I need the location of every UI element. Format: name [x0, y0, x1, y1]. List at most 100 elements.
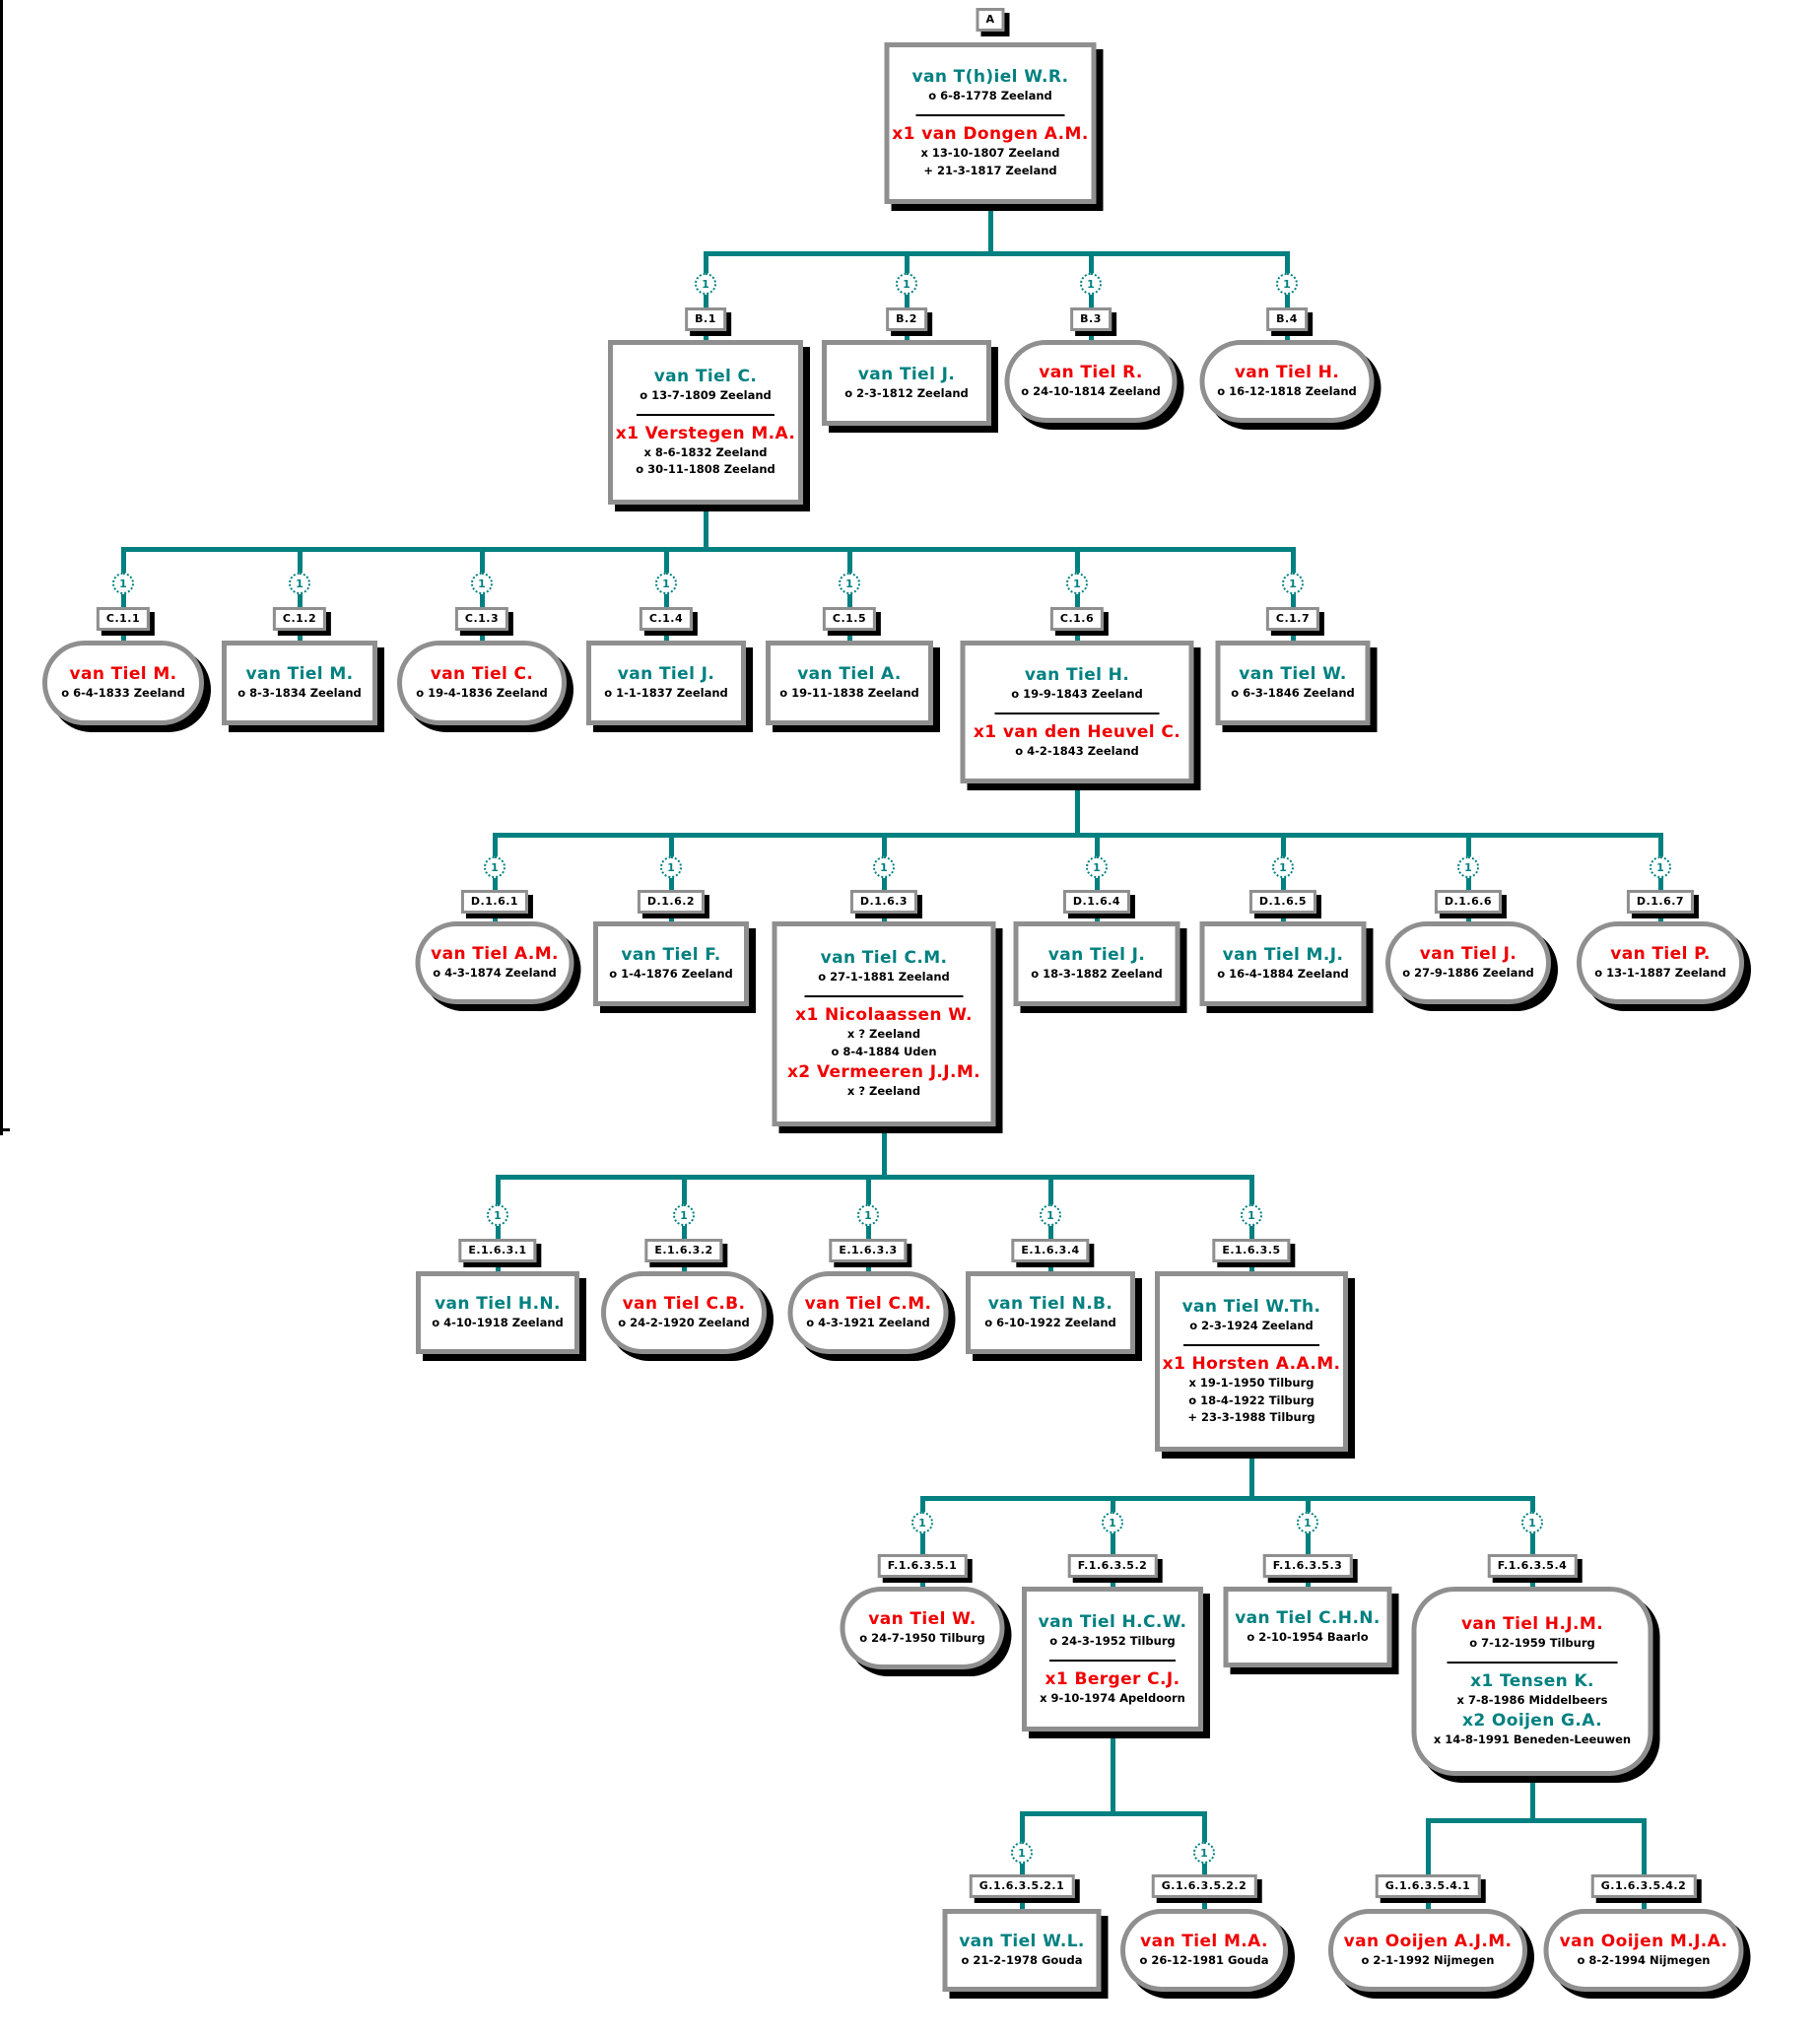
event-line: o 2-3-1812 Zeeland [844, 385, 969, 400]
person-box-D.1.6.2[interactable]: van Tiel F.o 1-4-1876 Zeeland [593, 921, 749, 1006]
event-line: o 21-2-1978 Gouda [961, 1953, 1083, 1968]
code-label-C.1.5: C.1.5 [822, 607, 877, 631]
person-box-E.1.6.3.1[interactable]: van Tiel H.N.o 4-10-1918 Zeeland [416, 1271, 579, 1354]
marriage-number-badge: 1 [289, 573, 310, 594]
person-name: van Tiel J. [1047, 945, 1146, 966]
descent-line-from-E.1.6.3.5 [1249, 1452, 1254, 1501]
person-name: van Tiel J. [617, 664, 715, 685]
event-line: o 6-10-1922 Zeeland [984, 1316, 1116, 1330]
marriage-number-badge: 1 [1282, 573, 1304, 594]
person-box-D.1.6.1[interactable]: van Tiel A.M.o 4-3-1874 Zeeland [415, 921, 574, 1004]
marriage-number-badge: 1 [1011, 1842, 1033, 1864]
person-name: van Tiel C.B. [622, 1294, 746, 1315]
person-name: van Tiel M.A. [1140, 1932, 1268, 1952]
person-name: van Ooijen M.J.A. [1559, 1932, 1728, 1952]
marriage-event-line: x 13-10-1807 Zeeland [920, 146, 1060, 161]
marriage-number-badge: 1 [896, 273, 917, 295]
marriage-number-badge: 1 [1297, 1512, 1318, 1533]
code-label-B.3: B.3 [1070, 307, 1112, 331]
person-box-E.1.6.3.4[interactable]: van Tiel N.B.o 6-10-1922 Zeeland [966, 1271, 1135, 1354]
person-box-C.1.4[interactable]: van Tiel J.o 1-1-1837 Zeeland [586, 641, 746, 725]
person-box-C.1.3[interactable]: van Tiel C.o 19-4-1836 Zeeland [397, 641, 567, 725]
person-box-G.1.6.3.5.2.2[interactable]: van Tiel M.A.o 26-12-1981 Gouda [1120, 1909, 1288, 1992]
code-label-D.1.6.7: D.1.6.7 [1626, 890, 1695, 914]
event-line: o 16-12-1818 Zeeland [1217, 384, 1357, 399]
person-box-F.1.6.3.5.3[interactable]: van Tiel C.H.N.o 2-10-1954 Baarlo [1223, 1587, 1392, 1667]
person-box-C.1.5[interactable]: van Tiel A.o 19-11-1838 Zeeland [766, 641, 933, 725]
event-line: o 27-1-1881 Zeeland [818, 970, 950, 985]
code-label-E.1.6.3.5: E.1.6.3.5 [1212, 1239, 1291, 1262]
person-box-C.1.2[interactable]: van Tiel M.o 8-3-1834 Zeeland [222, 641, 377, 725]
page-frame-left-line [0, 0, 3, 1135]
event-line: o 2-10-1954 Baarlo [1247, 1630, 1369, 1645]
drop-line-to-C.1.5 [847, 547, 852, 646]
person-name: van Tiel H. [1234, 363, 1340, 383]
person-box-G.1.6.3.5.2.1[interactable]: van Tiel W.L.o 21-2-1978 Gouda [942, 1909, 1102, 1992]
spouse-name: x1 Horsten A.A.M. [1162, 1353, 1341, 1374]
person-name: van Tiel C.M. [820, 948, 948, 969]
spouse-name: x1 van Dongen A.M. [892, 124, 1089, 145]
event-line: o 13-7-1809 Zeeland [640, 387, 772, 402]
marriage-event-line: o 30-11-1808 Zeeland [636, 462, 775, 477]
code-label-F.1.6.3.5.4: F.1.6.3.5.4 [1487, 1554, 1578, 1578]
person-box-C.1.1[interactable]: van Tiel M.o 6-4-1833 Zeeland [42, 641, 204, 725]
person-box-D.1.6.4[interactable]: van Tiel J.o 18-3-1882 Zeeland [1013, 921, 1180, 1006]
code-label-B.1: B.1 [685, 307, 726, 331]
person-box-C.1.7[interactable]: van Tiel W.o 6-3-1846 Zeeland [1215, 641, 1371, 725]
marriage-number-badge: 1 [695, 273, 716, 295]
event-line: o 6-8-1778 Zeeland [928, 89, 1052, 103]
code-label-D.1.6.3: D.1.6.3 [849, 890, 918, 914]
code-label-B.4: B.4 [1266, 307, 1308, 331]
code-label-D.1.6.4: D.1.6.4 [1062, 890, 1131, 914]
person-box-B.2[interactable]: van Tiel J.o 2-3-1812 Zeeland [822, 340, 991, 426]
person-box-G.1.6.3.5.4.1[interactable]: van Ooijen A.J.M.o 2-1-1992 Nijmegen [1328, 1909, 1527, 1992]
marriage-number-badge: 1 [1457, 856, 1479, 878]
sibling-bus-line [704, 251, 1290, 256]
person-name: van Tiel J. [857, 364, 956, 384]
code-label-F.1.6.3.5.3: F.1.6.3.5.3 [1262, 1554, 1353, 1578]
code-label-C.1.4: C.1.4 [639, 607, 694, 631]
person-box-E.1.6.3.2[interactable]: van Tiel C.B.o 24-2-1920 Zeeland [601, 1271, 767, 1354]
drop-line-to-B.1 [704, 251, 708, 346]
code-label-G.1.6.3.5.4.2: G.1.6.3.5.4.2 [1590, 1874, 1697, 1898]
person-name: van Tiel J. [1419, 944, 1517, 965]
code-label-C.1.3: C.1.3 [454, 607, 509, 631]
marriage-event-line: x 19-1-1950 Tilburg [1188, 1375, 1314, 1390]
person-box-E.1.6.3.3[interactable]: van Tiel C.M.o 4-3-1921 Zeeland [787, 1271, 949, 1354]
drop-line-to-F.1.6.3.5.2 [1111, 1496, 1115, 1593]
marriage-event-line: o 18-4-1922 Tilburg [1188, 1393, 1314, 1407]
person-box-D.1.6.7[interactable]: van Tiel P.o 13-1-1887 Zeeland [1577, 921, 1744, 1004]
event-line: o 7-12-1959 Tilburg [1469, 1636, 1595, 1651]
marriage-divider [1447, 1662, 1618, 1664]
event-line: o 24-3-1952 Tilburg [1049, 1633, 1176, 1648]
descent-line-from-B.1 [704, 505, 708, 552]
spouse-name: x1 van den Heuvel C. [973, 721, 1181, 742]
event-line: o 2-3-1924 Zeeland [1189, 1318, 1314, 1332]
person-box-B.4[interactable]: van Tiel H.o 16-12-1818 Zeeland [1199, 340, 1375, 423]
event-line: o 6-4-1833 Zeeland [61, 686, 185, 701]
event-line: o 18-3-1882 Zeeland [1031, 967, 1163, 982]
marriage-event-line: x 14-8-1991 Beneden-Leeuwen [1433, 1732, 1632, 1746]
person-box-G.1.6.3.5.4.2[interactable]: van Ooijen M.J.A.o 8-2-1994 Nijmegen [1543, 1909, 1744, 1992]
marriage-number-badge: 1 [1102, 1512, 1123, 1533]
marriage-divider [1048, 1659, 1177, 1662]
code-label-C.1.1: C.1.1 [96, 607, 151, 631]
marriage-divider [804, 995, 964, 998]
person-box-D.1.6.5[interactable]: van Tiel M.J.o 16-4-1884 Zeeland [1199, 921, 1367, 1006]
person-box-F.1.6.3.5.1[interactable]: van Tiel W.o 24-7-1950 Tilburg [840, 1587, 1005, 1669]
person-box-D.1.6.6[interactable]: van Tiel J.o 27-9-1886 Zeeland [1385, 921, 1551, 1004]
marriage-number-badge: 1 [484, 856, 506, 878]
person-name: van Tiel M. [245, 664, 354, 685]
marriage-number-badge: 1 [839, 573, 860, 594]
person-box-B.3[interactable]: van Tiel R.o 24-10-1814 Zeeland [1004, 340, 1178, 423]
event-line: o 24-10-1814 Zeeland [1021, 384, 1161, 399]
person-name: van Tiel R. [1039, 363, 1143, 383]
